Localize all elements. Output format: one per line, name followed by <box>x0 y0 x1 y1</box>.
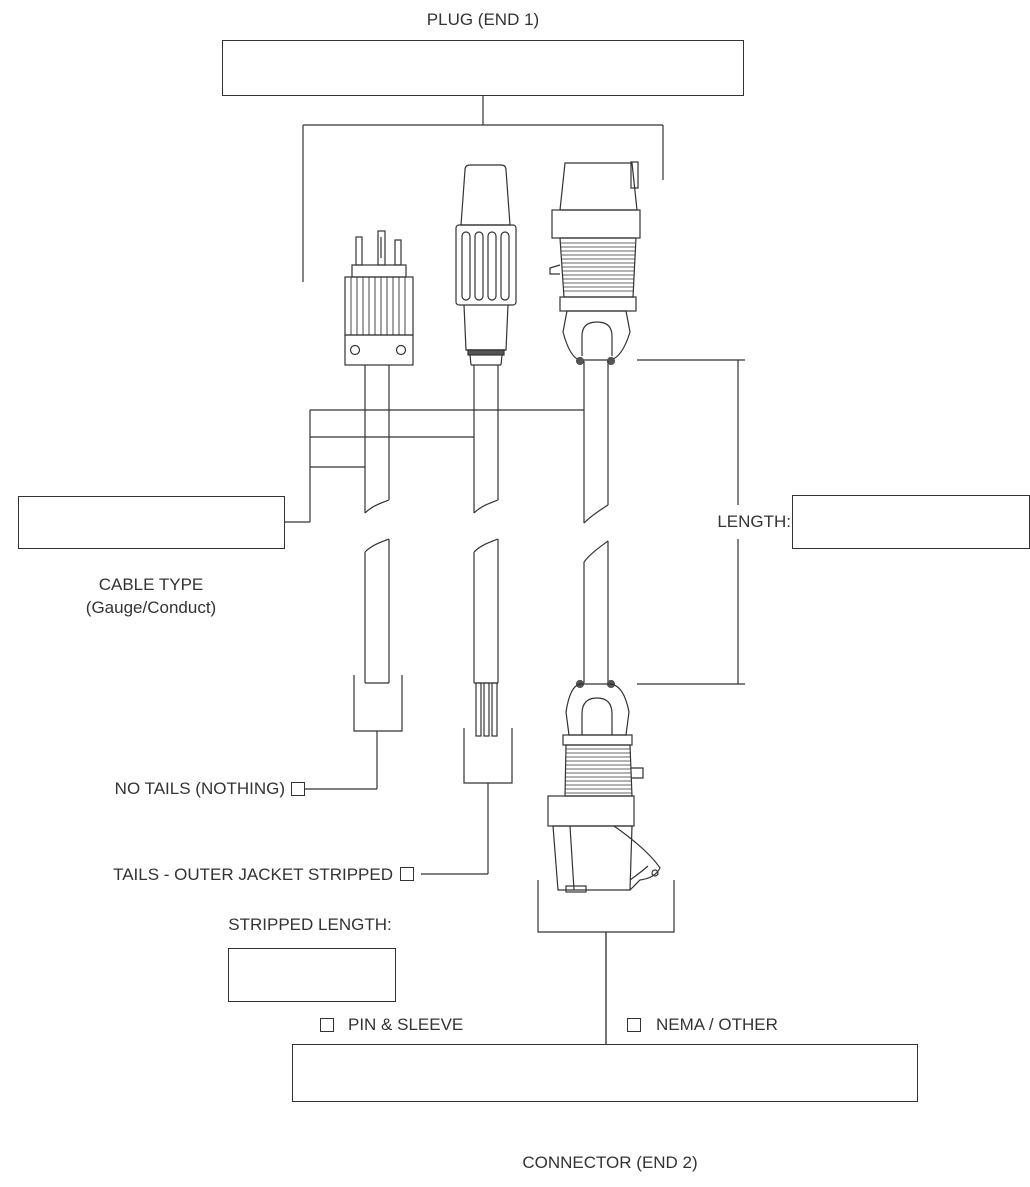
cable-type-subtitle: (Gauge/Conduct) <box>85 598 217 617</box>
left-cable <box>364 365 390 684</box>
nema-plug-icon <box>344 230 414 366</box>
plug-title: PLUG (END 1) <box>426 10 540 29</box>
stripped-tails-bracket <box>421 728 513 875</box>
tails-stripped-checkbox[interactable] <box>400 867 414 881</box>
no-tails-bracket <box>305 675 403 790</box>
no-tails-checkbox[interactable] <box>291 782 305 796</box>
plug-input[interactable] <box>222 40 744 96</box>
length-label: LENGTH: <box>717 512 791 531</box>
connector-input[interactable] <box>292 1044 918 1102</box>
pin-and-sleeve-label: PIN & SLEEVE <box>348 1015 464 1034</box>
middle-cable <box>473 365 499 737</box>
round-connector-icon <box>455 164 517 366</box>
right-cable <box>583 361 609 683</box>
connector-title: CONNECTOR (END 2) <box>522 1153 698 1172</box>
pin-and-sleeve-connector-icon <box>547 679 661 893</box>
nema-other-checkbox[interactable] <box>627 1018 641 1032</box>
no-tails-label: NO TAILS (NOTHING) <box>114 779 285 798</box>
length-input[interactable] <box>792 495 1030 549</box>
stripped-length-input[interactable] <box>228 948 396 1002</box>
tails-stripped-label: TAILS - OUTER JACKET STRIPPED <box>113 865 393 884</box>
pin-and-sleeve-checkbox[interactable] <box>320 1018 334 1032</box>
pin-and-sleeve-plug-icon <box>549 161 641 366</box>
stripped-length-label: STRIPPED LENGTH: <box>228 915 392 934</box>
length-label-backdrop <box>685 505 791 539</box>
cable-type-input[interactable] <box>18 496 285 549</box>
cable-type-leader-lines <box>285 409 584 523</box>
cable-type-title: CABLE TYPE <box>98 575 204 594</box>
plug-leader-lines <box>302 96 664 282</box>
nema-other-label: NEMA / OTHER <box>656 1015 778 1034</box>
